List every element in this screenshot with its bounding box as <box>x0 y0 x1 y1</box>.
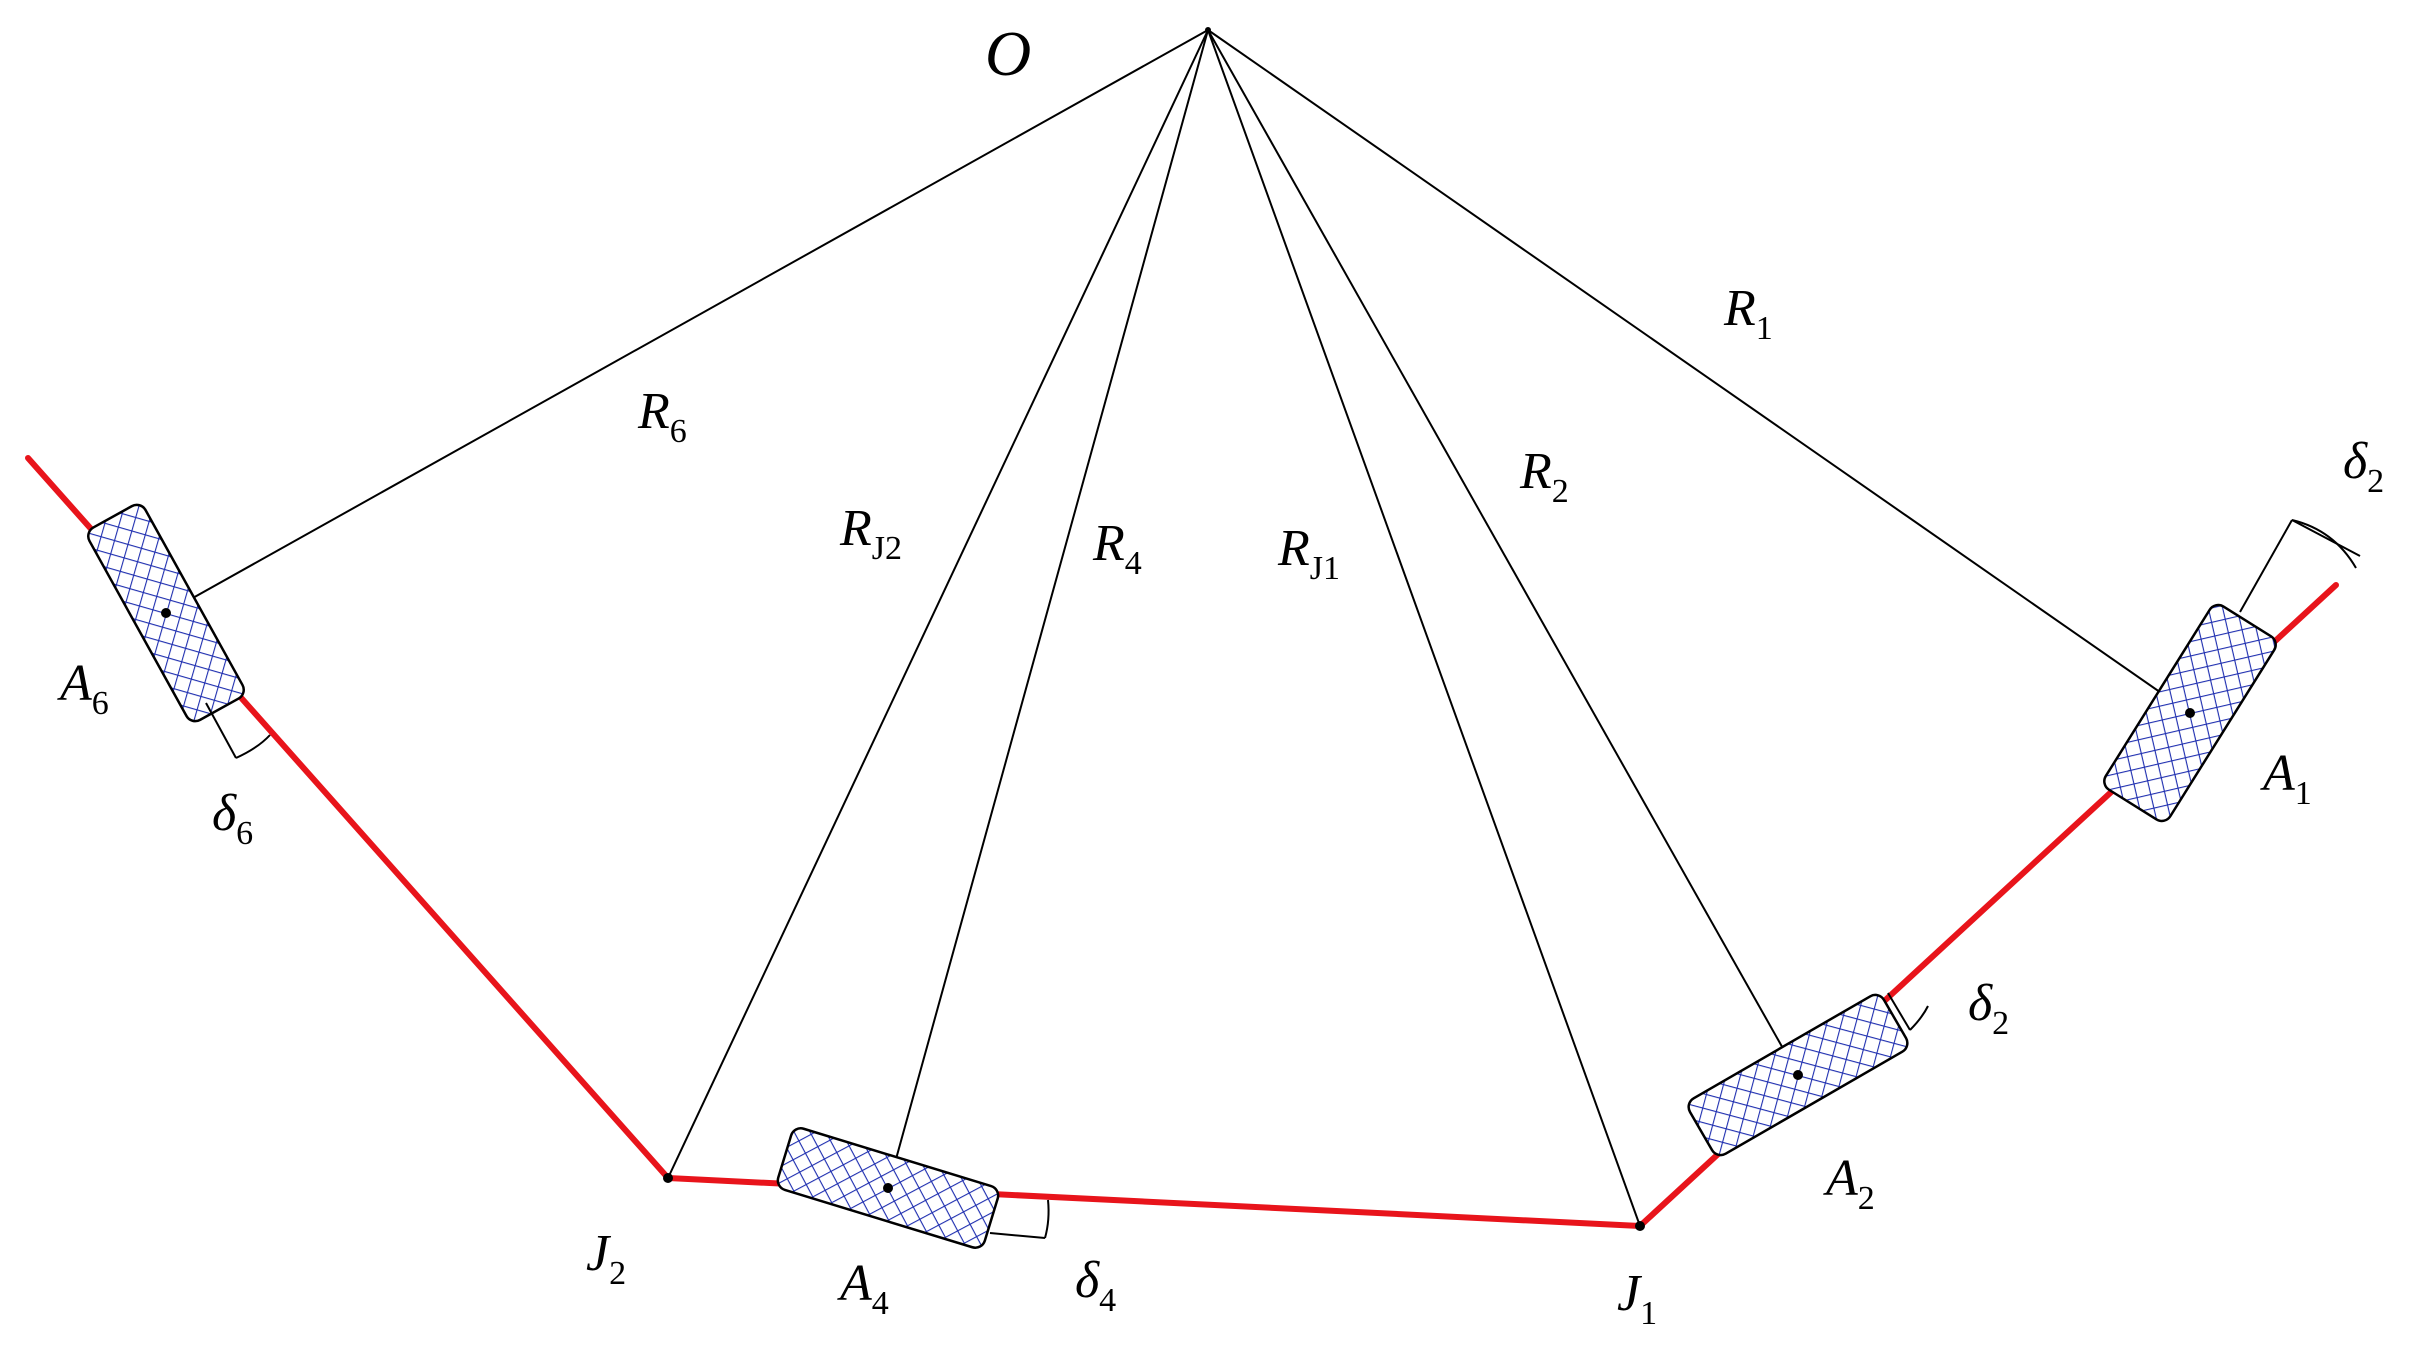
label-delta2-upper: δ2 <box>2343 433 2384 500</box>
label-R6: R6 <box>637 383 687 450</box>
label-J2: J2 <box>586 1225 626 1292</box>
delta-A4-marker <box>989 1199 1050 1239</box>
ray-R1 <box>1207 29 2191 714</box>
point-J2 <box>663 1173 673 1183</box>
label-A6: A6 <box>57 655 109 722</box>
delta-A6-marker <box>205 702 271 759</box>
ray-RJ1 <box>1207 29 1641 1227</box>
delta-A1-marker <box>2239 519 2361 613</box>
ray-R2 <box>1207 29 1799 1076</box>
point-A4 <box>883 1183 893 1193</box>
label-R4: R4 <box>1092 515 1142 582</box>
label-A1: A1 <box>2260 745 2312 812</box>
label-delta2-lower: δ2 <box>1968 975 2009 1042</box>
label-R2: R2 <box>1519 443 1569 510</box>
label-RJ2: RJ2 <box>839 500 902 567</box>
point-O <box>1205 27 1211 33</box>
point-J1 <box>1635 1221 1645 1231</box>
label-A2: A2 <box>1823 1150 1875 1217</box>
label-R1: R1 <box>1723 280 1773 347</box>
point-A1 <box>2185 708 2195 718</box>
ray-RJ2 <box>667 29 1209 1179</box>
label-J1: J1 <box>1617 1265 1657 1332</box>
ray-R4 <box>887 29 1209 1189</box>
label-delta4: δ4 <box>1075 1252 1116 1319</box>
point-A2 <box>1793 1070 1803 1080</box>
ray-R6 <box>165 29 1209 614</box>
label-O: O <box>985 18 1031 89</box>
radius-rays <box>165 29 2191 1227</box>
label-A4: A4 <box>837 1255 889 1322</box>
delta-A2-marker <box>1887 992 1929 1031</box>
point-A6 <box>161 608 171 618</box>
label-RJ1: RJ1 <box>1277 520 1340 587</box>
label-delta6: δ6 <box>212 785 253 852</box>
